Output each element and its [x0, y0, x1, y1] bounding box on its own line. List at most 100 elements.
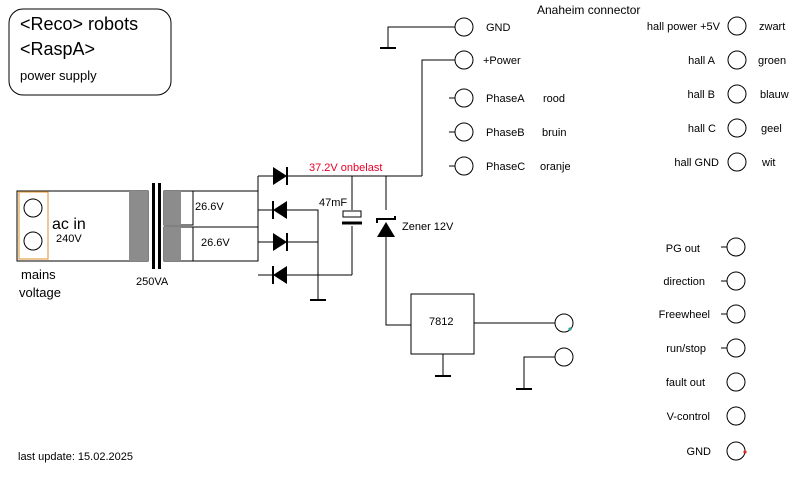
pg-out-terminal — [726, 237, 746, 257]
hall-b-color: blauw — [760, 89, 789, 101]
control-pg-out: PG out — [666, 237, 746, 257]
hall-gnd-label: hall GND — [674, 157, 719, 169]
capacitor-value: 47mF — [319, 197, 347, 209]
hall-a-terminal — [727, 50, 747, 70]
phase-b-label: PhaseB — [486, 127, 525, 139]
v-control-terminal — [726, 406, 746, 426]
control-v-control: V-control — [667, 406, 746, 426]
capacitor: 47mF — [319, 197, 362, 225]
control-gnd: GND — [687, 441, 747, 461]
phase-a: PhaseA rood — [449, 88, 565, 108]
title-line-1: <Reco> robots — [20, 14, 138, 34]
transformer-core-2 — [158, 183, 161, 269]
phase-c: PhaseC oranje — [449, 156, 571, 176]
transformer-rating: 250VA — [136, 276, 169, 288]
hall-power-label: hall power +5V — [647, 21, 721, 33]
hall-c: hall C geel — [688, 118, 782, 138]
secondary-core-2 — [164, 227, 181, 261]
phase-c-color: oranje — [540, 161, 571, 173]
ac-in-label: ac in — [52, 216, 86, 233]
mains-caption-1: mains — [21, 267, 56, 282]
mains-input: ac in 240V mains voltage — [16, 190, 149, 300]
gnd-label: GND — [486, 22, 511, 34]
capacitor-plate-top — [342, 210, 362, 218]
teal-dot — [568, 327, 572, 331]
secondary-voltage-2: 26.6V — [201, 237, 230, 249]
regulator-output-terminal — [554, 313, 574, 333]
rail-voltage-label: 37.2V onbelast — [309, 162, 382, 174]
phase-a-label: PhaseA — [486, 93, 525, 105]
red-dot — [743, 450, 747, 454]
hall-a-color: groen — [758, 55, 786, 67]
phase-b: PhaseB bruin — [449, 122, 566, 142]
mains-socket-outline — [18, 191, 49, 260]
hall-c-terminal — [727, 118, 747, 138]
control-direction: direction — [663, 271, 746, 291]
hall-power-terminal — [727, 16, 747, 36]
mains-terminal-2 — [23, 231, 43, 251]
title-box: <Reco> robots <RaspA> power supply — [8, 8, 172, 96]
diode-4 — [272, 266, 287, 284]
control-freewheel: Freewheel — [659, 304, 746, 324]
mains-terminal-1 — [23, 198, 43, 218]
gnd-terminal-circle — [454, 17, 474, 37]
mains-voltage-value: 240V — [56, 233, 82, 245]
phase-c-terminal — [454, 156, 474, 176]
hall-gnd-terminal — [727, 152, 747, 172]
mains-caption-2: voltage — [19, 285, 61, 300]
control-gnd-label: GND — [687, 446, 712, 458]
hall-a: hall A groen — [688, 50, 786, 70]
gnd-terminal: GND — [380, 17, 511, 49]
freewheel-terminal — [726, 304, 746, 324]
diode-1 — [273, 167, 288, 185]
phase-b-terminal — [454, 122, 474, 142]
pg-out-label: PG out — [666, 243, 700, 255]
phase-c-label: PhaseC — [486, 161, 525, 173]
phase-b-color: bruin — [542, 127, 566, 139]
power-terminal-circle — [454, 50, 474, 70]
control-gnd-terminal — [726, 441, 746, 461]
rectifier-wiring — [193, 175, 422, 300]
hall-a-label: hall A — [688, 55, 716, 67]
secondary-core-1 — [164, 191, 181, 225]
hall-b-label: hall B — [687, 89, 715, 101]
regulator-box — [410, 293, 475, 355]
fault-out-label: fault out — [666, 377, 705, 389]
v-control-label: V-control — [667, 411, 710, 423]
hall-c-label: hall C — [688, 123, 716, 135]
zener-diode: Zener 12V — [376, 216, 454, 326]
ground-terminal-circle — [554, 347, 574, 367]
power-terminal: +Power — [421, 50, 521, 176]
hall-b-terminal — [727, 84, 747, 104]
power-label: +Power — [483, 55, 521, 67]
regulator-ground-terminal — [516, 347, 574, 390]
hall-gnd: hall GND wit — [674, 152, 775, 172]
secondary-voltage-1: 26.6V — [195, 201, 224, 213]
diode-2 — [272, 201, 287, 219]
run-stop-terminal — [726, 338, 746, 358]
regulator-7812: 7812 — [410, 293, 574, 377]
transformer: 250VA 26.6V 26.6V — [136, 183, 230, 288]
phase-a-color: rood — [543, 93, 565, 105]
transformer-core-1 — [152, 183, 155, 269]
freewheel-label: Freewheel — [659, 309, 710, 321]
zener-label: Zener 12V — [402, 221, 454, 233]
title-line-3: power supply — [20, 68, 97, 83]
direction-terminal — [726, 271, 746, 291]
hall-gnd-color: wit — [761, 157, 775, 169]
diode-3 — [273, 233, 288, 251]
hall-power: hall power +5V zwart — [647, 16, 785, 36]
hall-c-color: geel — [761, 123, 782, 135]
connector-title: Anaheim connector — [537, 3, 640, 17]
regulator-label: 7812 — [429, 316, 453, 328]
last-update: last update: 15.02.2025 — [18, 451, 133, 463]
direction-label: direction — [663, 276, 705, 288]
run-stop-label: run/stop — [666, 343, 706, 355]
primary-winding — [129, 191, 148, 261]
phase-a-terminal — [454, 88, 474, 108]
hall-power-color: zwart — [759, 21, 785, 33]
control-run-stop: run/stop — [666, 338, 746, 358]
control-fault-out: fault out — [666, 372, 746, 392]
fault-out-terminal — [726, 372, 746, 392]
